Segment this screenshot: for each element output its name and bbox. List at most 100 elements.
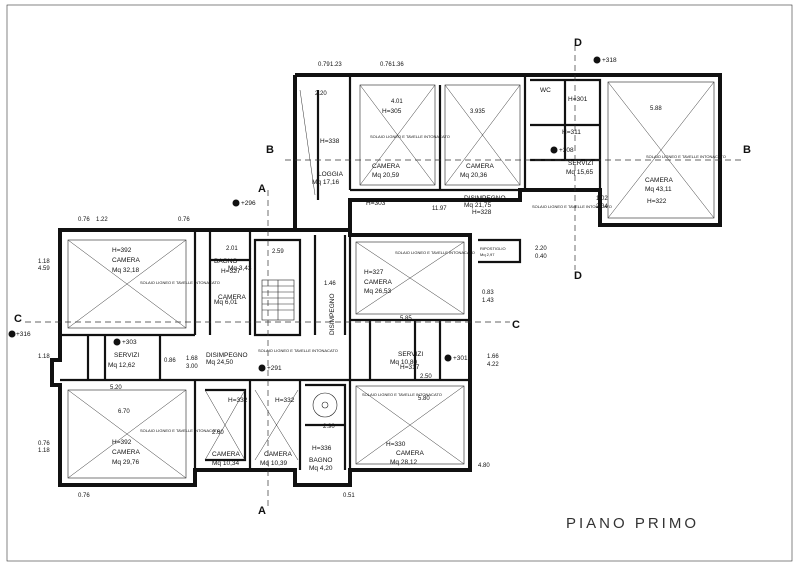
dimension: 4.01 <box>391 99 403 105</box>
staircase <box>261 279 338 418</box>
level-marker-icon <box>550 146 558 154</box>
dimension: 0.76 <box>178 217 190 223</box>
dimension: 1.23 <box>330 62 342 68</box>
dimension: 1.18 <box>38 259 50 265</box>
dimension: 0.40 <box>535 254 547 260</box>
room-area: Mq 15,65 <box>566 169 593 176</box>
room-h: H=317 <box>400 364 420 371</box>
room-area: Mq 12,62 <box>108 362 135 369</box>
room-name: CAMERA <box>264 451 292 458</box>
dimension: 4.80 <box>478 463 490 469</box>
room-area: Mq 17,16 <box>312 179 339 186</box>
room-name: SERVIZI <box>568 160 593 167</box>
level-marker-icon <box>258 364 266 372</box>
slab-note: SOLAIO LIGNEO E TAVELLE INTONACATO <box>532 204 612 209</box>
room-name: CAMERA <box>112 449 140 456</box>
level-303: +303 <box>122 339 137 346</box>
room-area: Mq 6,01 <box>214 299 238 306</box>
dimension: 2.60 <box>212 430 224 436</box>
level-296: +296 <box>241 200 256 207</box>
level-316: +316 <box>16 331 31 338</box>
dimension: 5.85 <box>400 316 412 322</box>
section-d-top: D <box>574 37 582 49</box>
room-name: CAMERA <box>372 163 400 170</box>
room-name: DISIMPEGNO <box>464 195 506 202</box>
room-name: BAGNO <box>309 457 332 464</box>
room-h: H=392 <box>112 247 132 254</box>
section-a-bottom: A <box>258 505 266 517</box>
room-h: H=332 <box>228 397 248 404</box>
room-name: RIPOSTIGLIO <box>480 246 506 251</box>
room-h: H=305 <box>382 108 402 115</box>
room-h: H=327 <box>364 269 384 276</box>
room-area: Mq 3,43 <box>228 265 252 272</box>
dimension: 2.59 <box>272 249 284 255</box>
slab-note: SOLAIO LIGNEO E TAVELLE INTONACATO <box>362 392 442 397</box>
dimension: 2.20 <box>535 246 547 252</box>
section-c-left: C <box>14 313 22 325</box>
dimension: 3.935 <box>470 109 486 115</box>
room-h: H=338 <box>320 138 340 145</box>
room-name: DISIMPEGNO <box>206 352 248 359</box>
room-name: CAMERA <box>218 294 246 301</box>
dimension: 0.76 <box>78 217 90 223</box>
room-name: CAMERA <box>212 451 240 458</box>
level-marker-icon <box>593 56 601 64</box>
slab-note: SOLAIO LIGNEO E TAVELLE INTONACATO <box>140 428 220 433</box>
room-h: H=322 <box>647 198 667 205</box>
room-area: Mq 10,80 <box>390 359 417 366</box>
level-301: +301 <box>453 355 468 362</box>
room-name: SERVIZI <box>398 351 423 358</box>
dimension: 0.51 <box>343 493 355 499</box>
room-name: CAMERA <box>112 257 140 264</box>
section-markers: B B C C A A D D <box>14 37 751 517</box>
dimension: 2.50 <box>420 374 432 380</box>
room-area: Mq 10,34 <box>212 460 239 467</box>
room-area: Mq 26,53 <box>364 288 391 295</box>
interior-walls <box>60 75 602 470</box>
dimension: 0.76 <box>380 62 392 68</box>
slab-note: SOLAIO LIGNEO E TAVELLE INTONACATO <box>140 280 220 285</box>
section-lines <box>25 45 745 510</box>
room-name: LOGGIA <box>318 171 344 178</box>
spiral-stair <box>312 392 338 418</box>
level-291: +291 <box>267 365 282 372</box>
room-area: Mq 32,18 <box>112 267 139 274</box>
dimension: 1.22 <box>96 217 108 223</box>
drawing-title: PIANO PRIMO <box>566 515 699 532</box>
level-marker-icon <box>444 354 452 362</box>
slab-note: SOLAIO LIGNEO E TAVELLE INTONACATO <box>395 250 475 255</box>
dimension: 1.36 <box>392 62 404 68</box>
dimension: 1.18 <box>38 448 50 454</box>
room-h: H=327 <box>221 268 241 275</box>
slab-note: SOLAIO LIGNEO E TAVELLE INTONACATO <box>258 348 338 353</box>
dimension: 2.04 <box>596 204 608 210</box>
dimension: 1.43 <box>482 298 494 304</box>
dimension: 11.97 <box>432 206 447 212</box>
room-name: CAMERA <box>466 163 494 170</box>
room-area: Mq 20,59 <box>372 172 399 179</box>
room-h: H=328 <box>472 209 492 216</box>
room-area: Mq 24,50 <box>206 359 233 366</box>
dimension: 3.00 <box>186 364 198 370</box>
dimension: 1.46 <box>324 281 336 287</box>
level-318: +318 <box>602 57 617 64</box>
exterior-walls <box>50 73 722 487</box>
room-name: SERVIZI <box>114 352 139 359</box>
room-h: H=311 <box>562 129 581 136</box>
section-d-bottom: D <box>574 270 582 282</box>
level-marker-icon <box>113 338 121 346</box>
room-name: DISIMPEGNO <box>329 293 336 335</box>
room-area: Mq 29,76 <box>112 459 139 466</box>
dimension: 0.83 <box>482 290 494 296</box>
room-area: Mq 21,75 <box>464 202 491 209</box>
level-marker-icon <box>232 199 240 207</box>
room-h: H=332 <box>275 397 295 404</box>
dimension: 0.76 <box>38 441 50 447</box>
room-name: CAMERA <box>645 177 673 184</box>
dimension: 5.88 <box>650 106 662 112</box>
ceiling-diagonals <box>67 81 715 479</box>
room-area: Mq 4,20 <box>309 465 333 472</box>
slab-note: SOLAIO LIGNEO E TAVELLE INTONACATO <box>646 154 726 159</box>
